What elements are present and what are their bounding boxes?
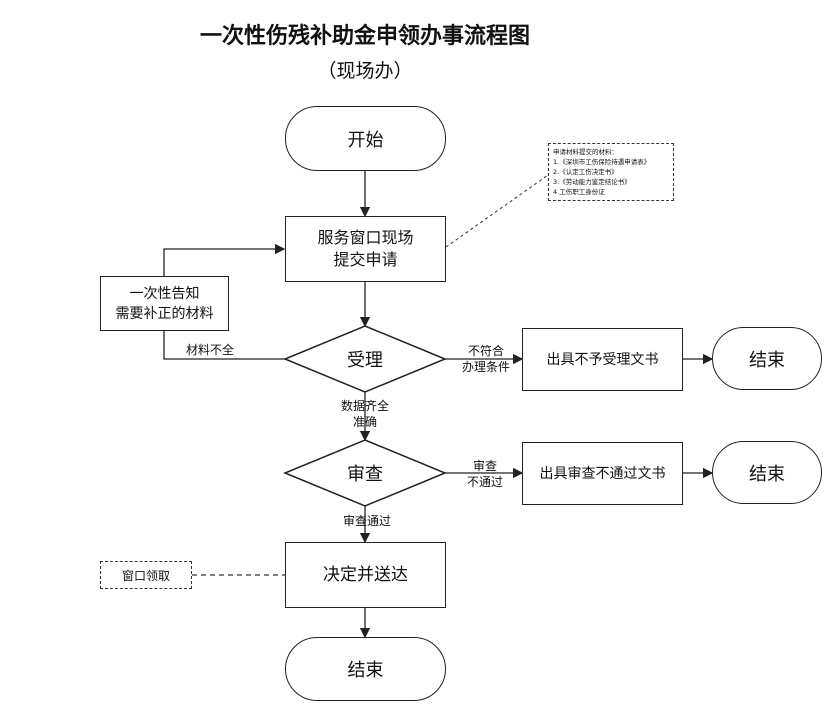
edge-label-not-meet: 不符合 办理条件 [456,343,516,375]
review-diamond [283,439,447,507]
decide-label: 决定并送达 [323,565,408,585]
materials-note-item: 2.《认定工伤决定书》 [553,168,618,176]
reject-review-label: 出具审查不通过文书 [539,465,666,482]
end-node-3: 结束 [285,637,446,701]
window-pickup-node: 窗口领取 [100,561,192,589]
notify-label-line2: 需要补正的材料 [115,305,214,322]
edge-label-complete: 数据齐全 准确 [334,398,396,430]
start-node: 开始 [285,106,446,171]
reject-review-node: 出具审查不通过文书 [522,442,683,505]
review-fail-line2: 不通过 [466,475,503,489]
submit-application-node: 服务窗口现场 提交申请 [285,216,446,282]
complete-line2: 准确 [352,415,377,429]
review-label: 审查 [347,464,383,485]
end3-label: 结束 [347,660,384,681]
pickup-label: 窗口领取 [121,568,170,583]
materials-note: 申请材料提交的材料： 1.《深圳市工伤保险待遇申请表》 2.《认定工伤决定书》 … [548,143,674,201]
not-meet-line2: 办理条件 [461,360,510,374]
review-fail-line1: 审查 [472,459,497,473]
materials-note-item: 3.《劳动能力鉴定结论书》 [553,178,631,186]
end-node-2: 结束 [712,441,822,504]
reject-acceptance-node: 出具不予受理文书 [522,328,683,391]
notify-label-line1: 一次性告知 [129,285,200,302]
reject-acceptance-label: 出具不予受理文书 [546,351,659,368]
complete-line1: 数据齐全 [340,399,389,413]
end1-label: 结束 [749,349,785,371]
page-title: 一次性伤残补助金申领办事流程图 [199,24,530,49]
start-label: 开始 [347,129,384,151]
edge-label-review-fail: 审查 不通过 [460,458,510,490]
materials-note-item: 4.工伤职工身份证 [553,188,605,196]
end-node-1: 结束 [712,327,822,390]
arrow-notify-submit [163,243,286,276]
page-subtitle: （现场办） [317,60,413,82]
submit-label-line2: 提交申请 [333,250,398,269]
materials-note-item: 1.《深圳市工伤保险待遇申请表》 [553,158,651,166]
materials-note-heading: 申请材料提交的材料： [553,148,618,156]
notify-supplement-node: 一次性告知 需要补正的材料 [100,276,229,331]
not-meet-line1: 不符合 [467,344,504,358]
decide-deliver-node: 决定并送达 [285,542,446,608]
arrow-accept-notify [163,331,285,360]
edge-label-incomplete: 材料不全 [186,343,235,357]
accept-diamond [283,325,447,393]
note-connector [445,174,549,248]
submit-label-line1: 服务窗口现场 [317,228,414,247]
end2-label: 结束 [749,463,785,485]
edge-label-review-pass: 审查通过 [342,514,391,528]
accept-label: 受理 [347,350,383,371]
